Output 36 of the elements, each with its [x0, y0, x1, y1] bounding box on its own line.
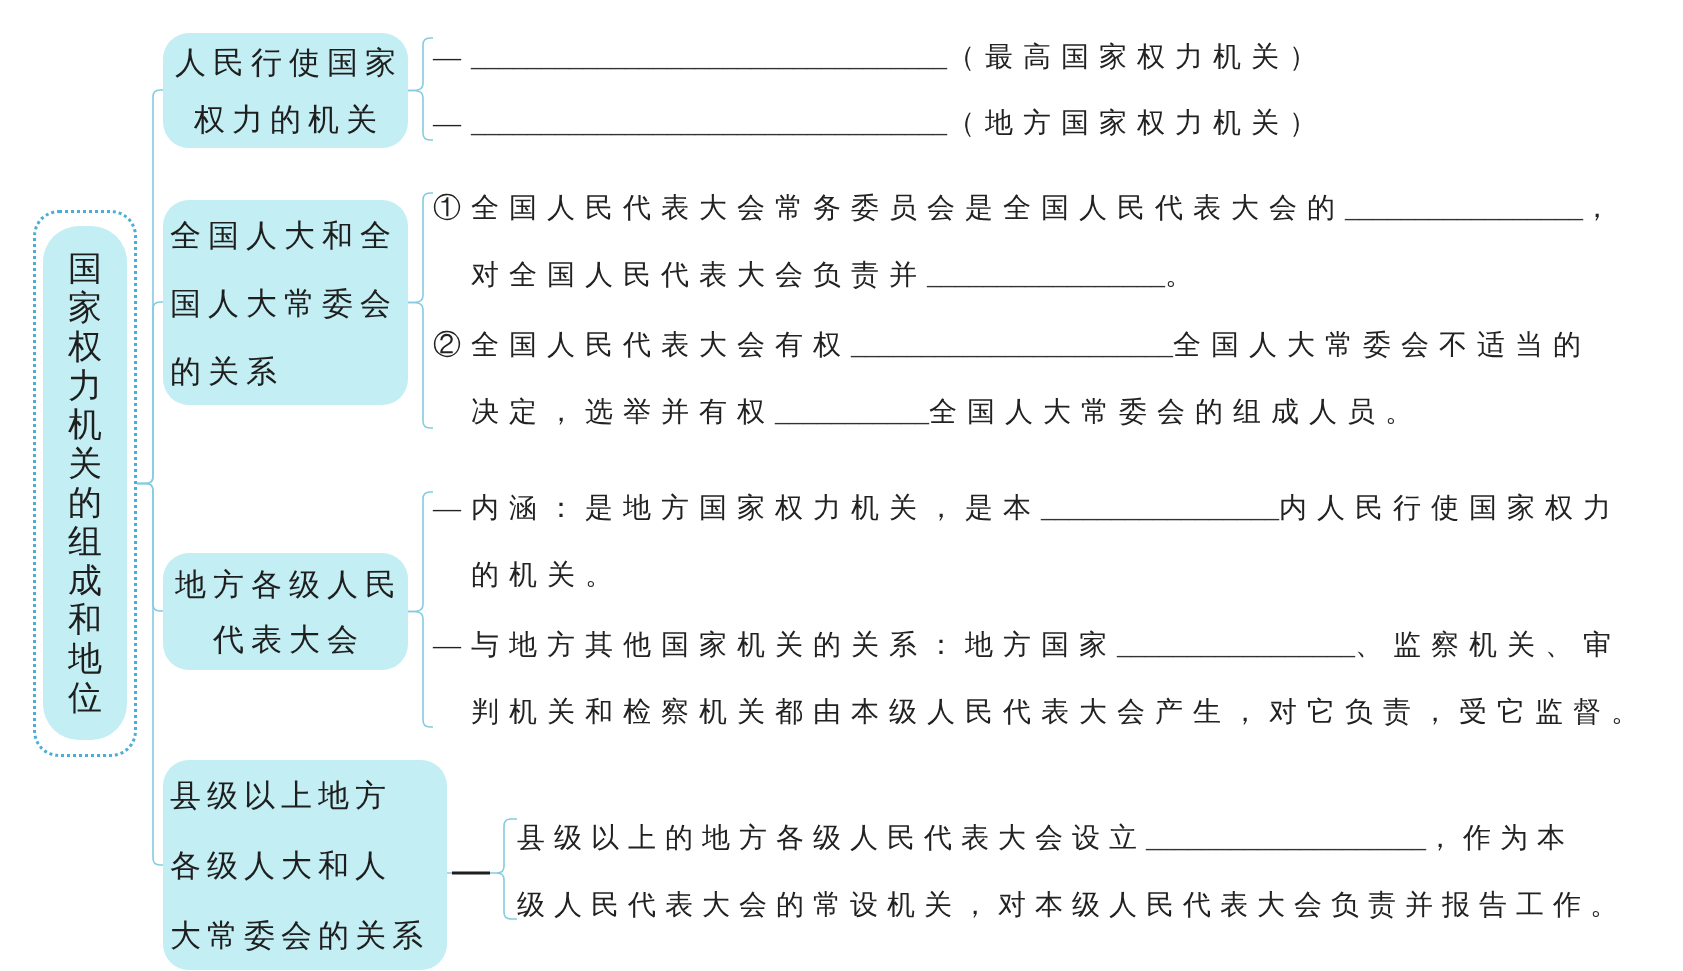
dotted-frame [33, 210, 137, 757]
statement-text: 县级以上的地方各级人民代表大会设立 [517, 822, 1146, 853]
statement-text: 、监察机关、审 [1355, 629, 1621, 660]
statement-text: —内涵：是地方国家权力机关，是本 [433, 492, 1041, 523]
topic-box: 县级以上地方各级人大和人大常委会的关系 [163, 760, 447, 970]
fill-in-line: _______________________ [851, 329, 1173, 360]
main-topic: 国家权力机关的组成和地位 [43, 226, 127, 740]
fill-in-line: _________________ [1041, 492, 1279, 523]
topic-box: 地方各级人民代表大会 [163, 553, 408, 670]
fill-in-line: ____________________ [1146, 822, 1426, 853]
fill-in-line: _________________ [1117, 629, 1355, 660]
fill-in-line: _________________ [927, 259, 1165, 290]
fill-in-line: ___________ [775, 396, 929, 427]
statement-text: 对全国人民代表大会负责并 [471, 259, 927, 290]
statement-text: 全国人大常委会的组成人员。 [929, 396, 1423, 427]
statement-text: 的机关。 [471, 559, 623, 590]
statement-text: （地方国家权力机关） [947, 107, 1327, 138]
statement-text: （最高国家权力机关） [947, 41, 1327, 72]
topic-box: 全国人大和全国人大常委会的关系 [163, 200, 408, 405]
statement-text: —与地方其他国家机关的关系：地方国家 [433, 629, 1117, 660]
fill-in-line: _________________ [1345, 192, 1583, 223]
statement-text: — [433, 107, 471, 138]
fill-in-line: __________________________________ [471, 107, 947, 138]
statement-text: 级人民代表大会的常设机关，对本级人民代表大会负责并报告工作。 [517, 889, 1627, 920]
statement-text: ①全国人民代表大会常务委员会是全国人民代表大会的 [433, 192, 1345, 223]
statement-text: 内人民行使国家权力 [1279, 492, 1621, 523]
statement-text: ②全国人民代表大会有权 [433, 329, 851, 360]
statement-text: 判机关和检察机关都由本级人民代表大会产生，对它负责，受它监督。 [471, 696, 1649, 727]
statement-text: 决定，选举并有权 [471, 396, 775, 427]
statement-text: 全国人大常委会不适当的 [1173, 329, 1591, 360]
statement-text: ， [1583, 192, 1621, 223]
statement-text: ，作为本 [1426, 822, 1574, 853]
statement-text: 。 [1165, 259, 1203, 290]
statement-text: — [433, 41, 471, 72]
fill-in-line: __________________________________ [471, 41, 947, 72]
topic-box: 人民行使国家权力的机关 [163, 33, 408, 148]
